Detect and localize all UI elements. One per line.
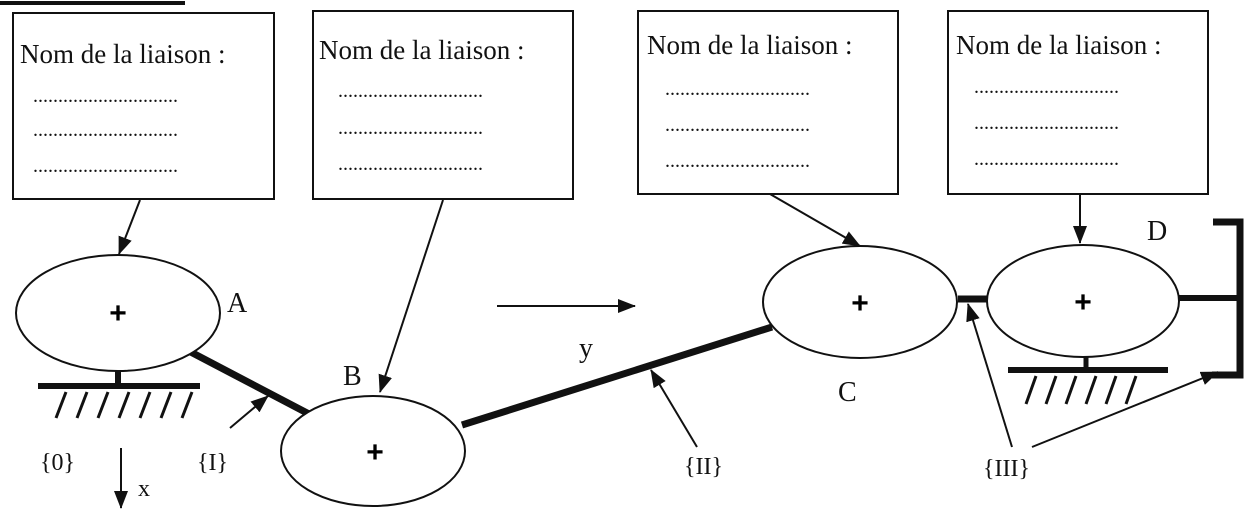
liaison-box-1: Nom de la liaison : ....................… <box>12 12 275 200</box>
answer-line[interactable]: ............................. <box>974 148 1119 170</box>
answer-line[interactable]: ............................. <box>974 76 1119 98</box>
link-part-3-frame <box>1212 218 1244 379</box>
pointer-arrow-c <box>769 193 861 247</box>
pointer-arrow-b <box>378 199 444 393</box>
joint-a: + A <box>15 254 248 372</box>
answer-line[interactable]: ............................. <box>33 119 178 141</box>
axis-y: y <box>497 299 636 364</box>
joint-label-b: B <box>343 361 362 392</box>
part-label-1: {I} <box>197 450 228 476</box>
joint-center-mark: + <box>851 287 869 320</box>
answer-line[interactable]: ............................. <box>338 117 483 139</box>
answer-line[interactable]: ............................. <box>338 153 483 175</box>
answer-line[interactable]: ............................. <box>33 155 178 177</box>
joint-center-mark: + <box>109 297 127 330</box>
part-label-1-group: {I} <box>197 395 269 476</box>
joint-d: + D <box>986 216 1180 358</box>
joint-b: + B <box>280 361 466 507</box>
part-label-2-group: {II} <box>650 369 723 480</box>
joint-label-a: A <box>227 288 248 319</box>
liaison-box-title: Nom de la liaison : <box>319 35 524 65</box>
liaison-box-2: Nom de la liaison : ....................… <box>312 10 574 200</box>
answer-line[interactable]: ............................. <box>665 150 810 172</box>
answer-line[interactable]: ............................. <box>338 80 483 102</box>
part-label-3-group: {III} <box>966 303 1219 482</box>
link-part-1 <box>183 345 311 418</box>
liaison-box-title: Nom de la liaison : <box>956 30 1161 60</box>
axis-x-label: x <box>138 476 150 502</box>
answer-line[interactable]: ............................. <box>665 78 810 100</box>
joint-center-mark: + <box>366 436 384 469</box>
joint-label-d: D <box>1147 216 1167 247</box>
ground-support-d <box>1008 357 1168 405</box>
joint-center-mark: + <box>1074 286 1092 319</box>
answer-line[interactable]: ............................. <box>974 112 1119 134</box>
liaison-box-3: Nom de la liaison : ....................… <box>637 10 899 195</box>
answer-line[interactable]: ............................. <box>665 114 810 136</box>
axis-x: x <box>114 448 150 509</box>
part-label-0: {0} <box>40 450 75 476</box>
joint-c: + C <box>762 245 958 408</box>
part-label-2: {II} <box>684 454 723 480</box>
liaison-box-title: Nom de la liaison : <box>20 39 225 69</box>
ground-support-0 <box>38 371 200 419</box>
link-part-2 <box>460 323 774 429</box>
pointer-arrow-a <box>118 199 141 255</box>
axis-y-label: y <box>579 333 593 364</box>
liaison-box-title: Nom de la liaison : <box>647 30 852 60</box>
answer-line[interactable]: ............................. <box>33 85 178 107</box>
joint-label-c: C <box>838 377 857 408</box>
part-label-3: {III} <box>983 456 1030 482</box>
liaison-box-4: Nom de la liaison : ....................… <box>947 10 1209 195</box>
